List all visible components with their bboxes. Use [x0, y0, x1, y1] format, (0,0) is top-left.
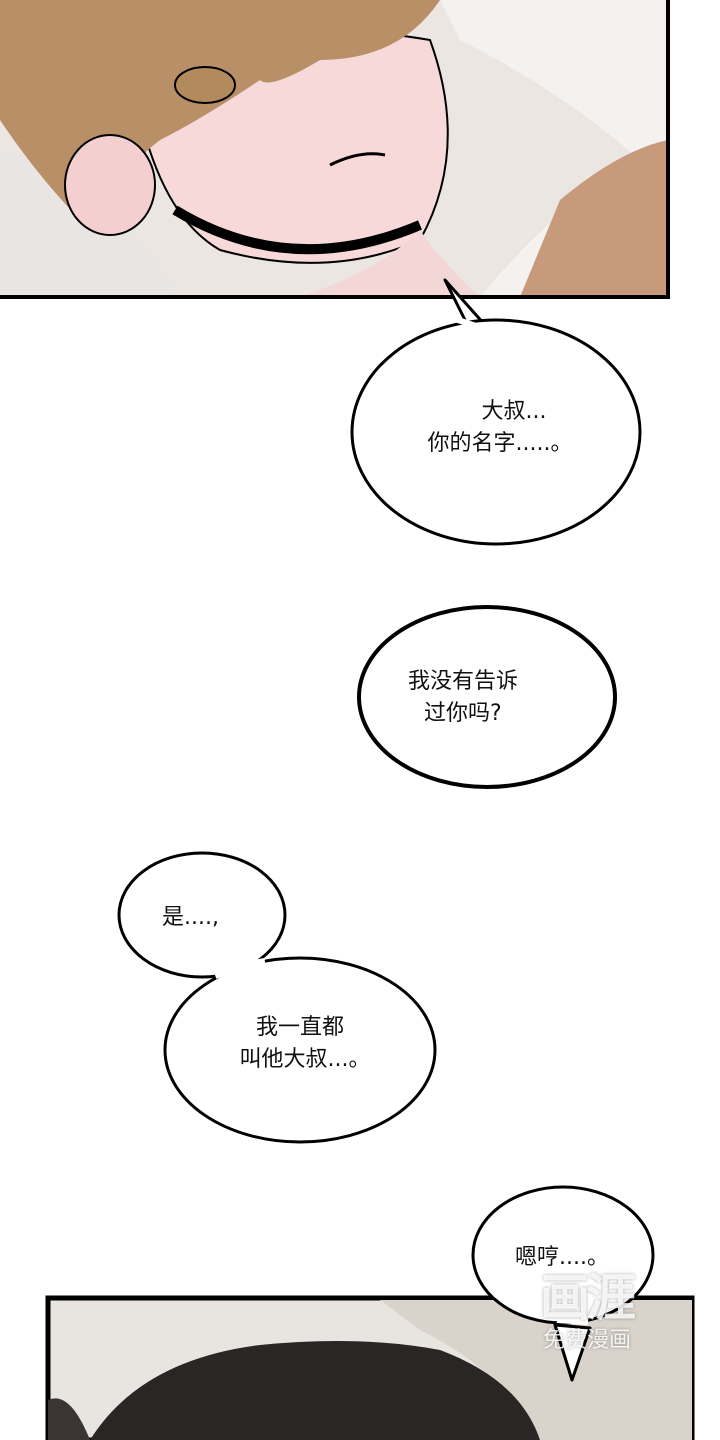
speech-bubble-2 — [357, 605, 617, 789]
bubble-2-line-2: 过你吗? — [424, 701, 502, 726]
top-panel — [0, 0, 670, 299]
speech-bubble-5 — [471, 1185, 655, 1382]
bubble-1-text: 大叔... 你的名字.....。 — [400, 396, 600, 460]
bubble-4-line-2: 叫他大叔...。 — [239, 1047, 371, 1072]
bubble-3-text: 是...., — [162, 902, 219, 934]
bubble-1-line-2: 你的名字.....。 — [427, 431, 573, 456]
bubble-3-line-1: 是...., — [162, 905, 219, 930]
bubble-5-text: 嗯哼....。 — [515, 1242, 609, 1274]
bubble-5-line-1: 嗯哼....。 — [515, 1245, 609, 1270]
speech-bubble-4 — [163, 956, 437, 1144]
bubble-4-text: 我一直都 叫他大叔...。 — [215, 1012, 395, 1076]
bubble-2-text: 我没有告诉 过你吗? — [400, 666, 566, 730]
speech-bubble-1 — [350, 278, 642, 546]
speech-bubble-3 — [117, 851, 287, 979]
bubble-4-line-1: 我一直都 — [255, 1015, 344, 1040]
bubble-1-line-1: 大叔... — [481, 399, 547, 424]
watermark-caption: 免费漫画 — [543, 1328, 632, 1353]
watermark-logo: 画涯 — [540, 1269, 636, 1327]
bubble-2-line-1: 我没有告诉 — [408, 669, 519, 694]
